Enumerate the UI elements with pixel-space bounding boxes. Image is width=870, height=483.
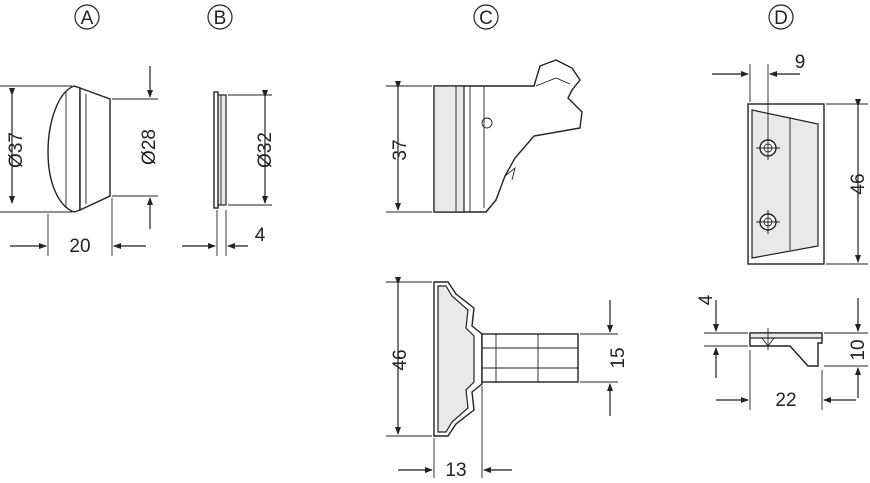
svg-text:Ø28: Ø28 [139, 129, 160, 165]
svg-text:Ø32: Ø32 [255, 132, 276, 168]
dim-c-w13: 13 [398, 386, 512, 481]
part-a-cap [47, 85, 111, 213]
dim-a-dia37: Ø37 [0, 85, 72, 213]
part-c-latch [433, 59, 583, 213]
dim-d-w9: 9 [712, 52, 805, 136]
svg-text:Ø37: Ø37 [6, 132, 27, 168]
label-c: C [473, 4, 499, 30]
part-c-plate [433, 281, 579, 437]
part-d-strike-side [749, 328, 823, 367]
svg-text:37: 37 [390, 139, 411, 160]
svg-text:46: 46 [390, 349, 411, 370]
svg-text:13: 13 [445, 460, 466, 481]
part-b-washer [213, 91, 227, 209]
dim-c-h15: 15 [580, 300, 629, 416]
part-d-strike-front [747, 103, 825, 265]
svg-text:10: 10 [848, 339, 869, 360]
dim-b-dia32: Ø32 [228, 90, 276, 206]
svg-text:4: 4 [255, 225, 266, 246]
svg-text:46: 46 [848, 173, 869, 194]
dim-a-len20: 20 [10, 198, 146, 257]
dim-d-h10: 10 [824, 298, 869, 398]
label-d: D [768, 4, 794, 30]
svg-text:C: C [479, 8, 493, 29]
svg-text:15: 15 [608, 347, 629, 368]
dim-c-h37: 37 [386, 81, 432, 213]
dim-c-h46: 46 [386, 277, 432, 437]
dim-b-thk4: 4 [182, 210, 266, 256]
svg-text:22: 22 [775, 390, 796, 411]
svg-text:4: 4 [696, 294, 717, 305]
dim-d-w22: 22 [716, 350, 856, 411]
label-a: A [74, 4, 100, 30]
svg-text:9: 9 [795, 52, 806, 73]
label-b: B [207, 4, 233, 30]
dim-d-h46: 46 [826, 99, 869, 265]
svg-text:A: A [81, 8, 94, 29]
svg-text:20: 20 [69, 236, 90, 257]
svg-text:B: B [214, 8, 227, 29]
dim-a-dia28: Ø28 [112, 66, 160, 229]
dim-d-h4: 4 [696, 294, 748, 378]
svg-text:D: D [774, 8, 788, 29]
